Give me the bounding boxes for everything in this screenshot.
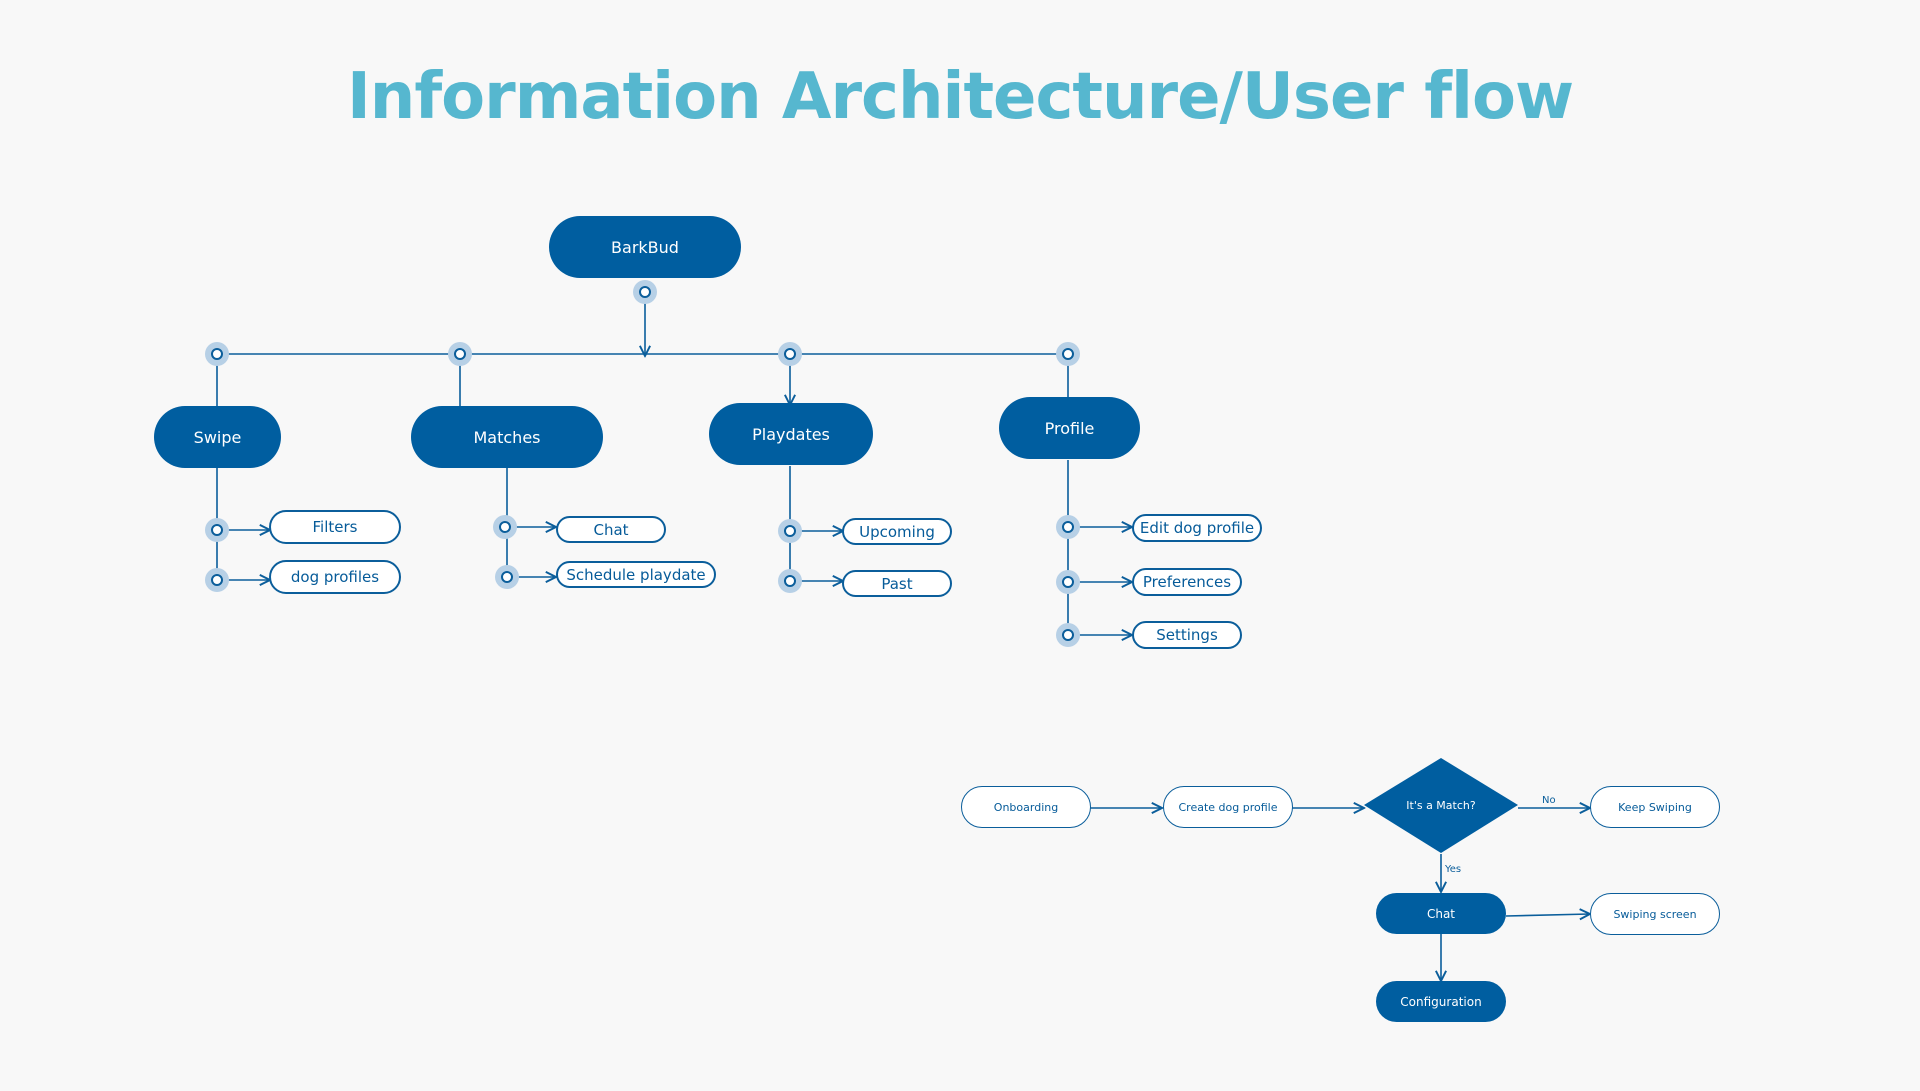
node-swipe: Swipe [154,406,281,468]
flow-chat-to-swiping [1505,914,1590,916]
junction-dot [211,574,223,586]
junction-dot [1062,576,1074,588]
node-filters: Filters [269,510,401,544]
node-preferences: Preferences [1132,568,1242,596]
page-title: Information Architecture/User flow [346,60,1574,134]
flow-chat: Chat [1376,893,1506,934]
decision-diamond [1364,758,1518,853]
junction-dot [499,521,511,533]
node-schedule-playdate: Schedule playdate [556,561,716,588]
junction-dot [1062,348,1074,360]
junction-dot [639,286,651,298]
flow-swiping-screen: Swiping screen [1590,893,1720,935]
junction-dot [501,571,513,583]
junction-dot [784,525,796,537]
junction-dot [211,348,223,360]
node-edit-dog-profile: Edit dog profile [1132,514,1262,542]
node-chat: Chat [556,516,666,543]
flow-create-dog-profile: Create dog profile [1163,786,1293,828]
node-upcoming: Upcoming [842,518,952,545]
node-settings: Settings [1132,621,1242,649]
junction-dot [1062,629,1074,641]
flow-keep-swiping: Keep Swiping [1590,786,1720,828]
junction-dot [454,348,466,360]
node-barkbud: BarkBud [549,216,741,278]
flow-no-label: No [1542,795,1556,806]
node-dog-profiles: dog profiles [269,560,401,594]
flow-onboarding: Onboarding [961,786,1091,828]
node-matches: Matches [411,406,603,468]
flow-configuration: Configuration [1376,981,1506,1022]
junction-dot [784,575,796,587]
node-profile: Profile [999,397,1140,459]
node-playdates: Playdates [709,403,873,465]
junction-dot [784,348,796,360]
junction-dot [211,524,223,536]
flow-decision-label: It's a Match? [1406,798,1476,812]
flow-yes-label: Yes [1445,864,1462,875]
junction-dot [1062,521,1074,533]
node-past: Past [842,570,952,597]
